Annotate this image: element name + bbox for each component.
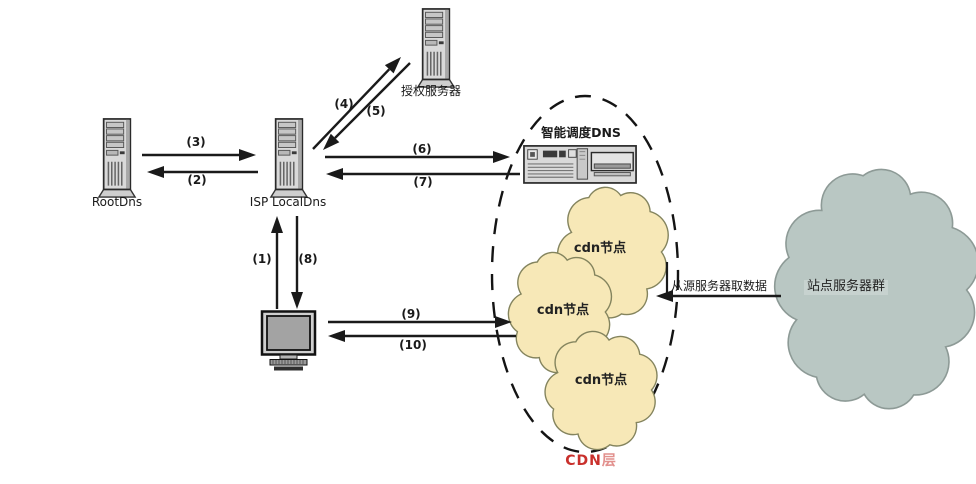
arrow-3-label: (3) <box>186 135 206 149</box>
arrow-6-label: (6) <box>412 142 432 156</box>
cdn-node-label-top: cdn节点 <box>573 241 627 256</box>
arrow-10-label: (10) <box>399 338 427 352</box>
arrow-3-rootdns-to-isp <box>142 149 256 161</box>
cdn-node-label-middle: cdn节点 <box>536 303 590 318</box>
arrow-1-client-to-isp <box>271 216 283 309</box>
arrow-2-label: (2) <box>187 173 207 187</box>
arrow-10-cdn-to-client <box>328 330 516 342</box>
cdn-layer-boundary-ellipse <box>490 94 680 454</box>
arrow-8-label: (8) <box>298 252 318 266</box>
arrow-4-isp-to-auth <box>312 57 401 150</box>
arrow-8-isp-to-client <box>291 216 303 309</box>
client-computer-icon <box>260 310 317 371</box>
isp-local-dns-label: ISP LocalDns <box>249 195 327 209</box>
arrow-9-client-to-cdn <box>328 316 512 328</box>
site-cluster-label: 站点服务器群 <box>803 279 889 295</box>
arrow-7-smartdns-to-isp <box>326 168 520 180</box>
arrow-5-auth-to-isp <box>323 62 411 150</box>
arrow-1-label: (1) <box>252 252 272 266</box>
auth-server-label: 授权服务器 <box>400 84 462 98</box>
smart-dns-label: 智能调度DNS <box>541 125 621 140</box>
origin-fetch-label: 从源服务器取数据 <box>670 279 768 293</box>
isp-local-dns-server-icon <box>269 118 309 198</box>
arrow-2-isp-to-rootdns <box>147 166 258 178</box>
cdn-node-label-bottom: cdn节点 <box>574 373 628 388</box>
smart-dns-server-icon <box>523 145 637 184</box>
arrow-9-label: (9) <box>401 307 421 321</box>
arrow-origin-fetch <box>656 290 781 302</box>
arrow-5-label: (5) <box>366 104 386 118</box>
arrow-6-isp-to-smartdns <box>325 151 510 163</box>
root-dns-server-icon <box>97 118 137 198</box>
cdn-layer-label-prefix: CDN <box>565 453 602 469</box>
arrow-7-label: (7) <box>413 175 433 189</box>
cdn-layer-label-suffix: 层 <box>601 453 617 469</box>
cdn-node-cloud-bottom <box>544 330 658 451</box>
arrow-4-label: (4) <box>334 97 354 111</box>
cdn-layer-label: CDN层 <box>565 453 617 469</box>
auth-server-icon <box>416 8 456 88</box>
root-dns-label: RootDns <box>91 195 143 209</box>
